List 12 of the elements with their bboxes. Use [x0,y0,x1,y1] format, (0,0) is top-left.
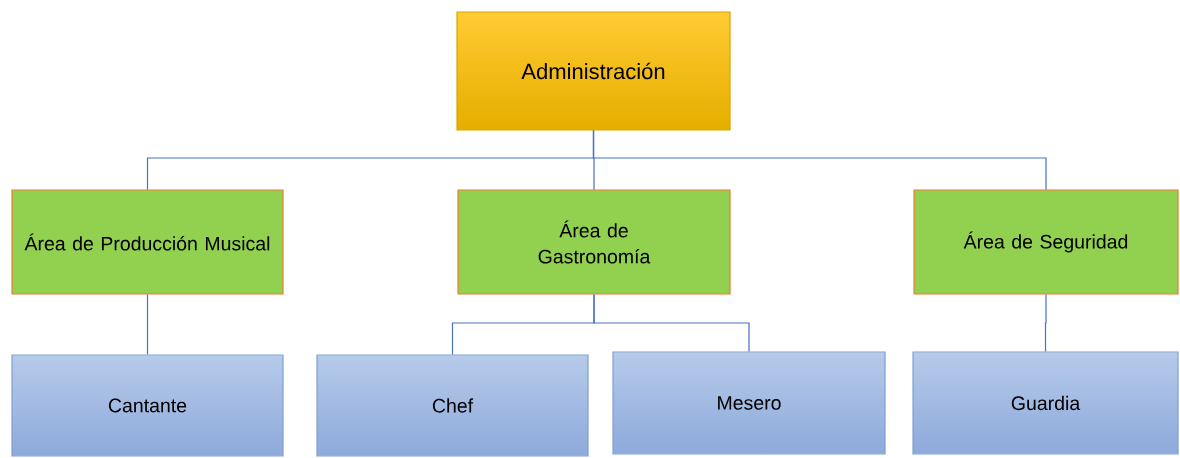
department-box: Área de Seguridad [913,189,1179,295]
connector-line [146,294,149,355]
role-box: Cantante [11,354,284,457]
department-box: Área de Producción Musical [11,189,284,295]
department-box: Área de Gastronomía [457,189,731,295]
org-box: Administración [456,11,731,131]
role-box: Guardia [912,351,1179,455]
role-box: Mesero [612,351,886,455]
connector-line [592,130,1047,190]
connector-line [1044,294,1047,352]
role-box: Chef [316,354,589,457]
connector-line [593,294,750,352]
